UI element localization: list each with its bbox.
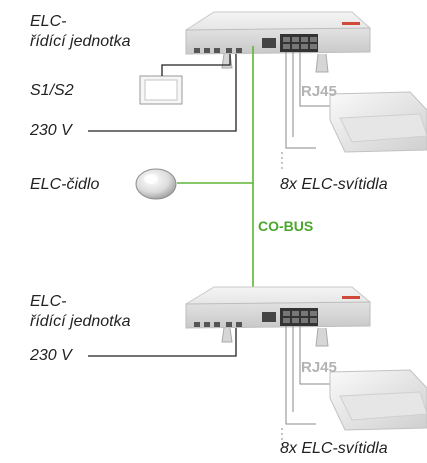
terminal-port bbox=[226, 48, 232, 53]
terminal-port bbox=[226, 322, 232, 327]
rj45-cables-top bbox=[281, 52, 330, 170]
bottom-voltage-label: 230 V bbox=[30, 347, 72, 364]
terminal-port bbox=[204, 322, 210, 327]
terminal-port bbox=[214, 48, 220, 53]
terminal-port bbox=[204, 48, 210, 53]
top-unit-label: ELC- řídící jednotka bbox=[30, 12, 131, 52]
terminal-port bbox=[214, 322, 220, 327]
bus-port bbox=[262, 38, 276, 48]
switch-wire bbox=[161, 54, 231, 76]
power-wire-top bbox=[88, 54, 237, 132]
bottom-unit-label-line1: ELC- bbox=[30, 293, 67, 310]
bottom-unit-label: ELC- řídící jednotka bbox=[30, 292, 131, 332]
top-unit-label-line2: řídící jednotka bbox=[30, 33, 131, 50]
brand-logo-bottom bbox=[342, 296, 360, 299]
switch-label: S1/S2 bbox=[30, 82, 74, 99]
control-unit-top bbox=[185, 11, 371, 73]
terminal-port bbox=[194, 48, 200, 53]
bottom-rj45-label: RJ45 bbox=[301, 359, 337, 376]
sensor-label: ELC-čidlo bbox=[30, 176, 100, 193]
top-luminaires-label: 8x ELC-svítidla bbox=[280, 176, 388, 193]
bus-port bbox=[262, 312, 276, 322]
top-voltage-label: 230 V bbox=[30, 122, 72, 139]
luminaire-bottom bbox=[329, 369, 427, 431]
top-rj45-label: RJ45 bbox=[301, 83, 337, 100]
control-unit-bottom bbox=[185, 286, 371, 347]
bottom-unit-label-line2: řídící jednotka bbox=[30, 313, 131, 330]
terminal-port bbox=[236, 48, 242, 53]
co-bus-label: CO-BUS bbox=[258, 218, 314, 234]
brand-logo-top bbox=[342, 22, 360, 25]
sensor bbox=[135, 168, 177, 200]
top-unit-label-line1: ELC- bbox=[30, 13, 67, 30]
rj45-port-block bbox=[280, 34, 318, 52]
terminal-port bbox=[236, 322, 242, 327]
rj45-cables-bottom bbox=[281, 326, 330, 446]
bottom-luminaires-label: 8x ELC-svítidla bbox=[280, 440, 388, 457]
power-wire-bottom bbox=[88, 328, 237, 357]
luminaire-top bbox=[329, 91, 427, 153]
wall-switch bbox=[139, 75, 183, 105]
terminal-port bbox=[194, 322, 200, 327]
co-bus-line bbox=[177, 46, 254, 184]
rj45-port-block bbox=[280, 308, 318, 326]
